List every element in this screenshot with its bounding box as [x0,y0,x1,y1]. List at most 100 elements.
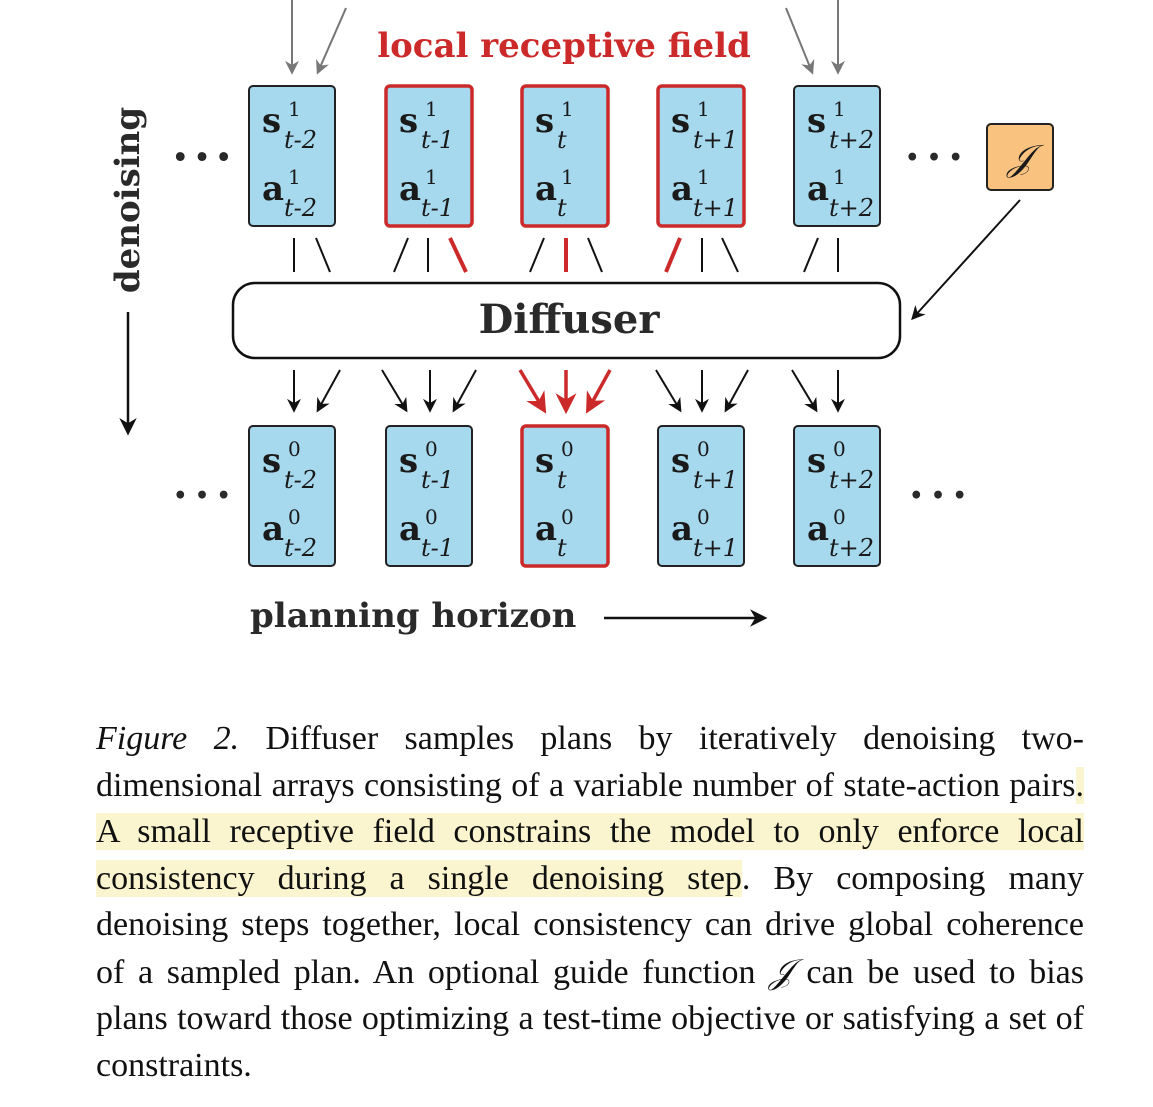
top-incoming-arrows [285,0,845,75]
state-symbol: s [399,441,418,481]
state-superscript: 1 [697,97,710,121]
state-timestep: t-1 [421,466,454,494]
state-symbol: s [535,441,554,481]
state-superscript: 0 [833,437,846,461]
action-symbol: a [807,509,829,549]
lower-cell-box [385,425,473,567]
state-symbol: s [671,441,690,481]
state-symbol: s [262,101,281,141]
lower-arrow-8 [655,369,682,413]
state-timestep: t [557,126,567,154]
action-superscript: 1 [425,165,438,189]
action-timestep: t+1 [693,194,738,222]
action-superscript: 1 [697,165,710,189]
action-timestep: t+1 [693,534,738,562]
action-symbol: a [671,169,693,209]
action-superscript: 0 [833,505,846,529]
state-symbol: s [262,441,281,481]
state-superscript: 0 [561,437,574,461]
upper-connector-8 [664,237,682,273]
state-timestep: t-2 [284,126,317,154]
state-timestep: t-1 [421,126,454,154]
caption-guide-symbol: 𝒥 [769,951,793,992]
action-symbol: a [399,169,421,209]
ellipsis-lower-right: • • • [909,483,967,509]
lower-cell-box [657,425,745,567]
state-symbol: s [535,101,554,141]
upper-cell-box [248,85,336,227]
action-symbol: a [807,169,829,209]
lower-cell-box [248,425,336,567]
diffuser-box [231,281,902,360]
state-symbol: s [671,101,690,141]
figure-caption: Figure 2. Diffuser samples plans by iter… [96,716,1084,1089]
state-timestep: t+1 [693,466,738,494]
guide-arrow [911,199,1021,321]
caption-label: Figure 2. [96,720,240,757]
lower-arrow-4 [452,369,477,413]
state-superscript: 0 [697,437,710,461]
action-timestep: t-1 [421,194,454,222]
lower-arrow-11 [791,369,818,413]
diffuser-label: Diffuser [479,296,661,343]
lower-cell-box [793,425,881,567]
upper-cell-box [520,84,610,228]
state-superscript: 0 [425,437,438,461]
lower-cell-box [520,424,610,568]
caption-text-1: Diffuser samples plans by iteratively de… [96,720,1084,804]
lower-arrow-7 [585,369,612,414]
upper-connector-7 [587,237,603,273]
state-symbol: s [807,101,826,141]
state-timestep: t+2 [829,126,874,154]
action-superscript: 0 [425,505,438,529]
upper-connector-2 [393,237,409,273]
ellipsis-lower-left: • • • [173,483,231,509]
action-timestep: t+2 [829,534,874,562]
state-superscript: 1 [561,97,574,121]
upper-cell-box [656,84,746,228]
upper-cell-box [793,85,881,227]
state-superscript: 1 [425,97,438,121]
action-superscript: 1 [288,165,301,189]
planning-horizon-label: planning horizon [250,596,576,636]
ellipsis-upper-left: • • • [173,145,231,171]
ellipsis-upper-right: • • • [905,145,963,171]
state-timestep: t [557,466,567,494]
caption-text-3: can be used to bias plans toward those o… [96,953,1084,1084]
lower-arrow-1 [316,369,341,413]
action-timestep: t+2 [829,194,874,222]
state-timestep: t+2 [829,466,874,494]
action-symbol: a [671,509,693,549]
state-superscript: 1 [833,97,846,121]
upper-cell-box [384,84,474,228]
action-superscript: 0 [288,505,301,529]
action-superscript: 1 [561,165,574,189]
action-superscript: 0 [561,505,574,529]
action-symbol: a [535,169,557,209]
action-symbol: a [399,509,421,549]
state-superscript: 0 [288,437,301,461]
guide-function-box [986,123,1054,191]
upper-connector-5 [529,237,545,273]
state-symbol: s [807,441,826,481]
upper-connector-11 [803,237,819,273]
caption-text-2: . By composing many denoising steps toge… [96,859,1084,991]
upper-connector-10 [721,237,739,273]
action-symbol: a [262,169,284,209]
state-timestep: t+1 [693,126,738,154]
lower-arrow-10 [724,369,749,413]
action-symbol: a [262,509,284,549]
state-timestep: t-2 [284,466,317,494]
